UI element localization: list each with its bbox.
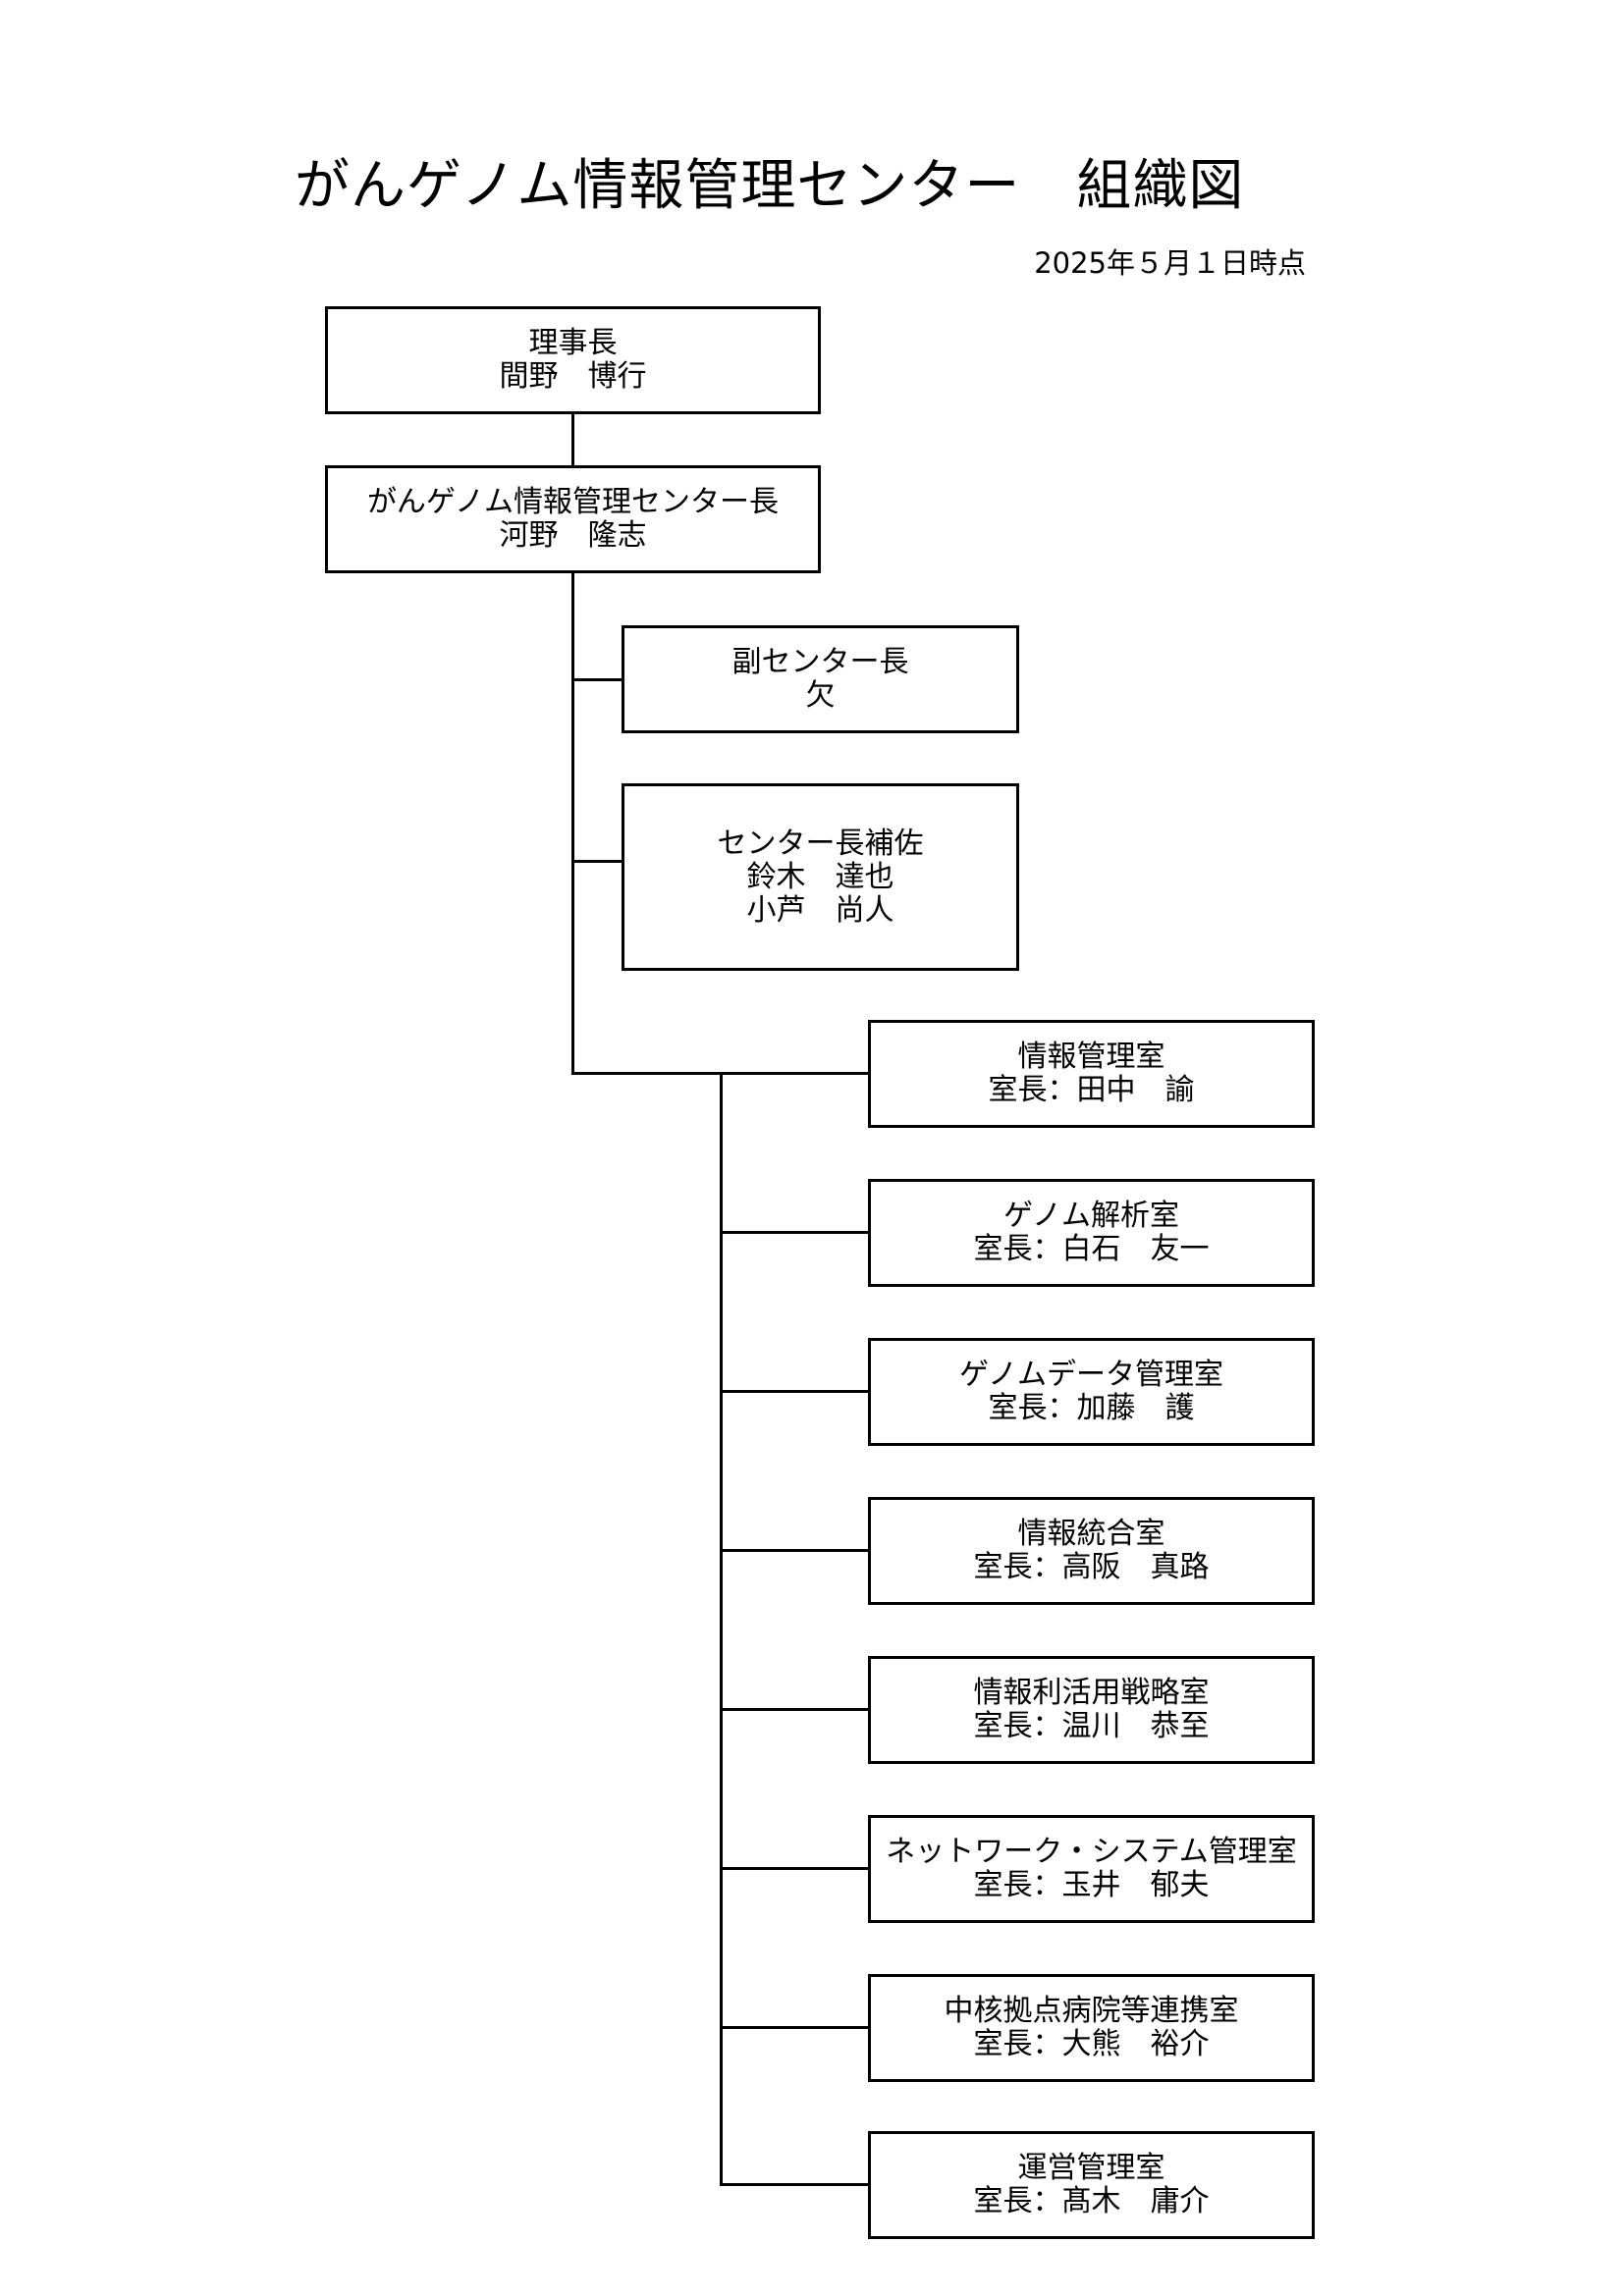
office-head: 室長：大熊 裕介 bbox=[973, 2027, 1210, 2061]
chairman-name: 間野 博行 bbox=[499, 359, 647, 394]
office-head: 室長：加藤 護 bbox=[988, 1391, 1195, 1425]
office-head: 室長：温川 恭至 bbox=[973, 1709, 1210, 1743]
director-name: 河野 隆志 bbox=[499, 518, 647, 553]
office-head: 室長：高阪 真路 bbox=[973, 1550, 1210, 1584]
connector-office-6 bbox=[720, 1867, 869, 1870]
office-box-hospital-liaison: 中核拠点病院等連携室 室長：大熊 裕介 bbox=[868, 1974, 1315, 2082]
assistant-name: 小芦 尚人 bbox=[746, 892, 894, 928]
chairman-box: 理事長 間野 博行 bbox=[325, 306, 821, 414]
connector-chairman-director bbox=[571, 412, 574, 467]
office-head: 室長：髙木 庸介 bbox=[973, 2184, 1210, 2218]
connector-office-2 bbox=[720, 1231, 869, 1234]
office-name: ゲノムデータ管理室 bbox=[958, 1358, 1224, 1392]
director-box: がんゲノム情報管理センター長 河野 隆志 bbox=[325, 465, 821, 573]
office-name: 情報統合室 bbox=[1017, 1517, 1165, 1551]
deputy-box: 副センター長 欠 bbox=[622, 625, 1019, 733]
office-name: ネットワーク・システム管理室 bbox=[886, 1835, 1297, 1869]
connector-assistant bbox=[571, 860, 623, 863]
connector-office-7 bbox=[720, 2026, 869, 2029]
connector-deputy bbox=[571, 678, 623, 681]
connector-office-4 bbox=[720, 1549, 869, 1552]
as-of-date: 2025年５月１日時点 bbox=[1034, 246, 1306, 280]
assistant-name: 鈴木 達也 bbox=[746, 859, 894, 894]
office-head: 室長：玉井 郁夫 bbox=[973, 1868, 1210, 1902]
deputy-name: 欠 bbox=[805, 678, 836, 713]
office-box-genome-data-management: ゲノムデータ管理室 室長：加藤 護 bbox=[868, 1338, 1315, 1446]
office-box-network-system: ネットワーク・システム管理室 室長：玉井 郁夫 bbox=[868, 1815, 1315, 1923]
page-title: がんゲノム情報管理センター 組織図 bbox=[295, 154, 1245, 218]
office-box-utilization-strategy: 情報利活用戦略室 室長：温川 恭至 bbox=[868, 1656, 1315, 1764]
connector-office-8 bbox=[720, 2183, 869, 2186]
assistant-role: センター長補佐 bbox=[717, 826, 924, 861]
office-name: 中核拠点病院等連携室 bbox=[944, 1994, 1239, 2028]
connector-office-3 bbox=[720, 1390, 869, 1393]
office-box-information-integration: 情報統合室 室長：高阪 真路 bbox=[868, 1497, 1315, 1605]
deputy-role: 副センター長 bbox=[731, 645, 909, 679]
office-head: 室長：田中 諭 bbox=[988, 1073, 1195, 1107]
office-box-operations-management: 運営管理室 室長：髙木 庸介 bbox=[868, 2131, 1315, 2239]
office-name: 情報管理室 bbox=[1017, 1040, 1165, 1074]
connector-office-5 bbox=[720, 1708, 869, 1711]
connector-main-trunk bbox=[571, 571, 574, 1075]
connector-offices-trunk bbox=[720, 1072, 723, 2186]
office-name: 運営管理室 bbox=[1017, 2151, 1165, 2185]
director-role: がんゲノム情報管理センター長 bbox=[366, 485, 780, 519]
office-name: 情報利活用戦略室 bbox=[973, 1676, 1210, 1710]
office-name: ゲノム解析室 bbox=[1002, 1199, 1180, 1233]
assistant-box: センター長補佐 鈴木 達也 小芦 尚人 bbox=[622, 783, 1019, 971]
office-box-genome-analysis: ゲノム解析室 室長：白石 友一 bbox=[868, 1179, 1315, 1287]
chairman-role: 理事長 bbox=[528, 326, 618, 360]
office-box-information-management: 情報管理室 室長：田中 諭 bbox=[868, 1020, 1315, 1128]
office-head: 室長：白石 友一 bbox=[973, 1232, 1210, 1266]
